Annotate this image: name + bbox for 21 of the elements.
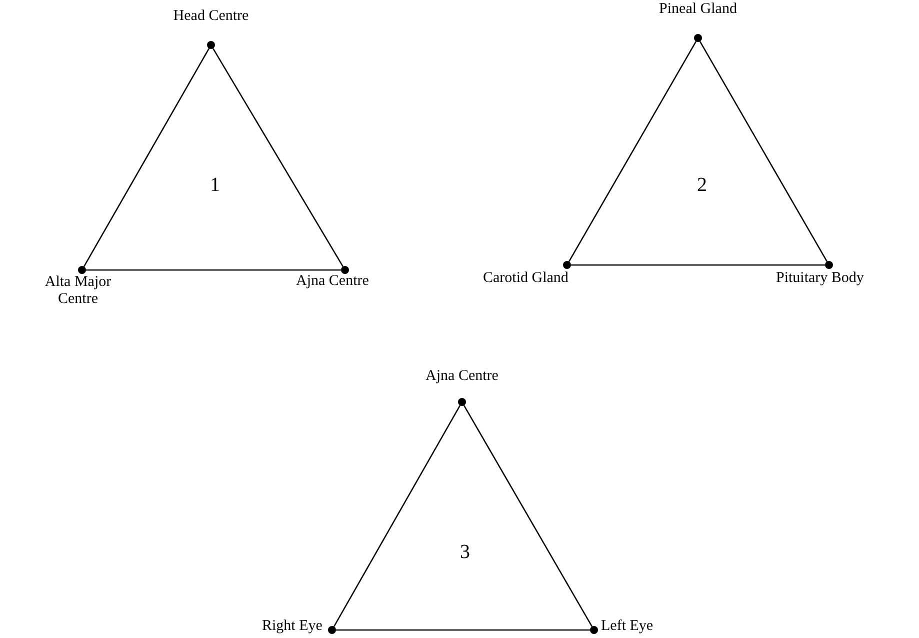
triangle-side-line	[333, 405, 461, 627]
point-label: Ajna Centre	[424, 368, 500, 385]
triangle-side-line	[212, 48, 344, 267]
triangle-side-line	[571, 264, 825, 266]
point-label: Left Eye	[601, 618, 654, 635]
point-label: Pineal Gland	[658, 1, 738, 18]
triangle-side-line	[83, 48, 210, 267]
triangle-side-line	[699, 41, 828, 262]
triangle-side-line	[336, 629, 590, 631]
point-label: Alta Major Centre	[44, 274, 112, 308]
triangle-number: 3	[460, 541, 470, 563]
triangle-side-line	[568, 41, 697, 262]
point-label: Head Centre	[172, 8, 250, 25]
point-label: Carotid Gland	[483, 270, 570, 287]
triangle-number: 1	[210, 174, 220, 196]
point-label: Pituitary Body	[776, 270, 865, 287]
triangle-number: 2	[697, 174, 707, 196]
triangle-side-line	[86, 269, 341, 271]
point-label: Ajna Centre	[296, 273, 370, 290]
triangle-side-line	[463, 405, 593, 627]
point-label: Right Eye	[262, 618, 324, 635]
